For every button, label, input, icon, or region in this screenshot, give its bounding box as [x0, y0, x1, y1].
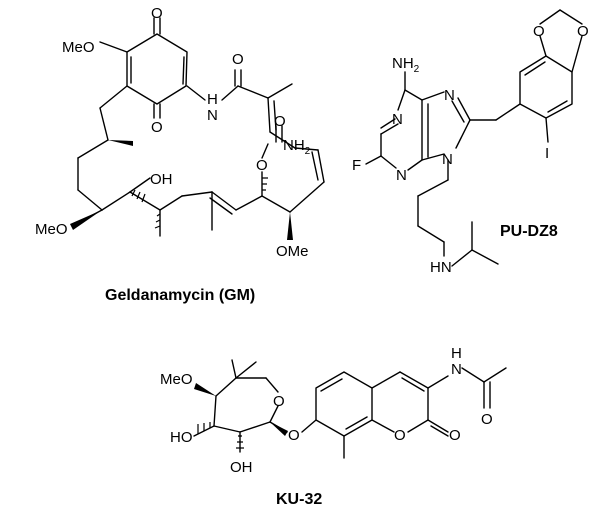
- gm-o-quinone-label: O: [151, 119, 163, 136]
- ku-nh-h-label: H: [451, 345, 462, 362]
- ku-32-stereo-bonds: [194, 383, 288, 449]
- ku-32-structure: MeO O O HO OH O O H N O KU-32: [160, 345, 507, 508]
- pu-o2-label: O: [577, 23, 589, 40]
- ku-32-caption: KU-32: [276, 491, 322, 508]
- pu-dz8-caption: PU-DZ8: [500, 223, 558, 240]
- ku-nh-n-label: N: [451, 361, 462, 378]
- ku-meo-label: MeO: [160, 371, 193, 388]
- gm-carbamate-eq-o-label: O: [274, 113, 286, 130]
- geldanamycin-stereo-bonds: [70, 140, 293, 240]
- ku-32-coumarin-bonds: [315, 367, 507, 459]
- gm-amide-n-label: N: [207, 107, 218, 124]
- ku-carbonyl-o-label: O: [449, 427, 461, 444]
- gm-meo-left-label: MeO: [35, 221, 68, 238]
- ku-acetyl-o-label: O: [481, 411, 493, 428]
- geldanamycin-caption: Geldanamycin (GM): [105, 287, 255, 304]
- pu-n7-label: N: [444, 87, 455, 104]
- geldanamycin-atom-labels: O MeO O N H O OH O O NH2 MeO OMe: [35, 5, 311, 260]
- gm-carbamate-o-label: O: [256, 157, 268, 174]
- gm-o-top-label: O: [151, 5, 163, 22]
- pu-n1-label: N: [392, 111, 403, 128]
- gm-ome-bottom-label: OMe: [276, 243, 309, 260]
- pu-nh2-label: NH2: [392, 55, 420, 75]
- pu-dz8-structure: NH2 N N N N F I O O HN PU-DZ8: [352, 9, 589, 276]
- gm-amide-h-label: H: [207, 91, 218, 108]
- ku-oh-label: OH: [230, 459, 253, 476]
- gm-meo-top-label: MeO: [62, 39, 95, 56]
- pu-hn-label: HN: [430, 259, 452, 276]
- gm-oh-label: OH: [150, 171, 173, 188]
- gm-nh2-label: NH2: [283, 137, 311, 157]
- pu-dz8-bonds: [365, 9, 583, 267]
- geldanamycin-bonds: [71, 17, 325, 237]
- ku-o-ring-label: O: [273, 393, 285, 410]
- ku-lactone-o-label: O: [394, 427, 406, 444]
- pu-o1-label: O: [533, 23, 545, 40]
- pu-n3-label: N: [396, 167, 407, 184]
- pu-i-label: I: [545, 145, 549, 162]
- gm-amide-o-label: O: [232, 51, 244, 68]
- ku-32-atom-labels: MeO O O HO OH O O H N O: [160, 345, 493, 476]
- geldanamycin-structure: O MeO O N H O OH O O NH2 MeO OMe Geldana…: [35, 5, 325, 304]
- pu-dz8-atom-labels: NH2 N N N N F I O O HN: [352, 23, 589, 276]
- ku-ho-label: HO: [170, 429, 193, 446]
- pu-n9-label: N: [442, 151, 453, 168]
- ku-o-link-label: O: [288, 427, 300, 444]
- pu-f-label: F: [352, 157, 361, 174]
